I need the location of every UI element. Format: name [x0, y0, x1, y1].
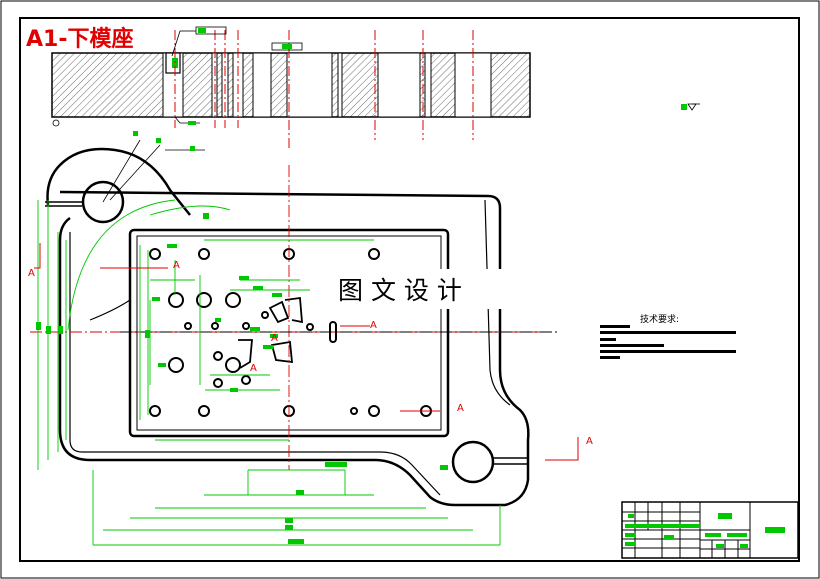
section-marker-a5: A [586, 436, 593, 447]
drawing-title: A1-下模座 [26, 26, 133, 52]
side-view [51, 26, 531, 150]
inner-frame [19, 17, 800, 562]
section-marker-a4: A [457, 403, 464, 414]
section-marker-a3: A [370, 320, 377, 331]
section-marker-a2: A [173, 260, 180, 271]
tech-requirements: 技术要求: [600, 313, 736, 359]
watermark-text: 图 文 设 计 [338, 276, 462, 305]
section-marker-a7: A [271, 333, 278, 344]
surface-finish-symbol [681, 103, 700, 111]
plan-view: A A A A A A A [28, 131, 593, 546]
section-marker-a1: A [28, 268, 35, 279]
title-block [621, 501, 799, 559]
tech-requirements-title: 技术要求: [640, 313, 679, 325]
watermark-bg [330, 269, 502, 309]
section-marker-a6: A [250, 363, 257, 374]
